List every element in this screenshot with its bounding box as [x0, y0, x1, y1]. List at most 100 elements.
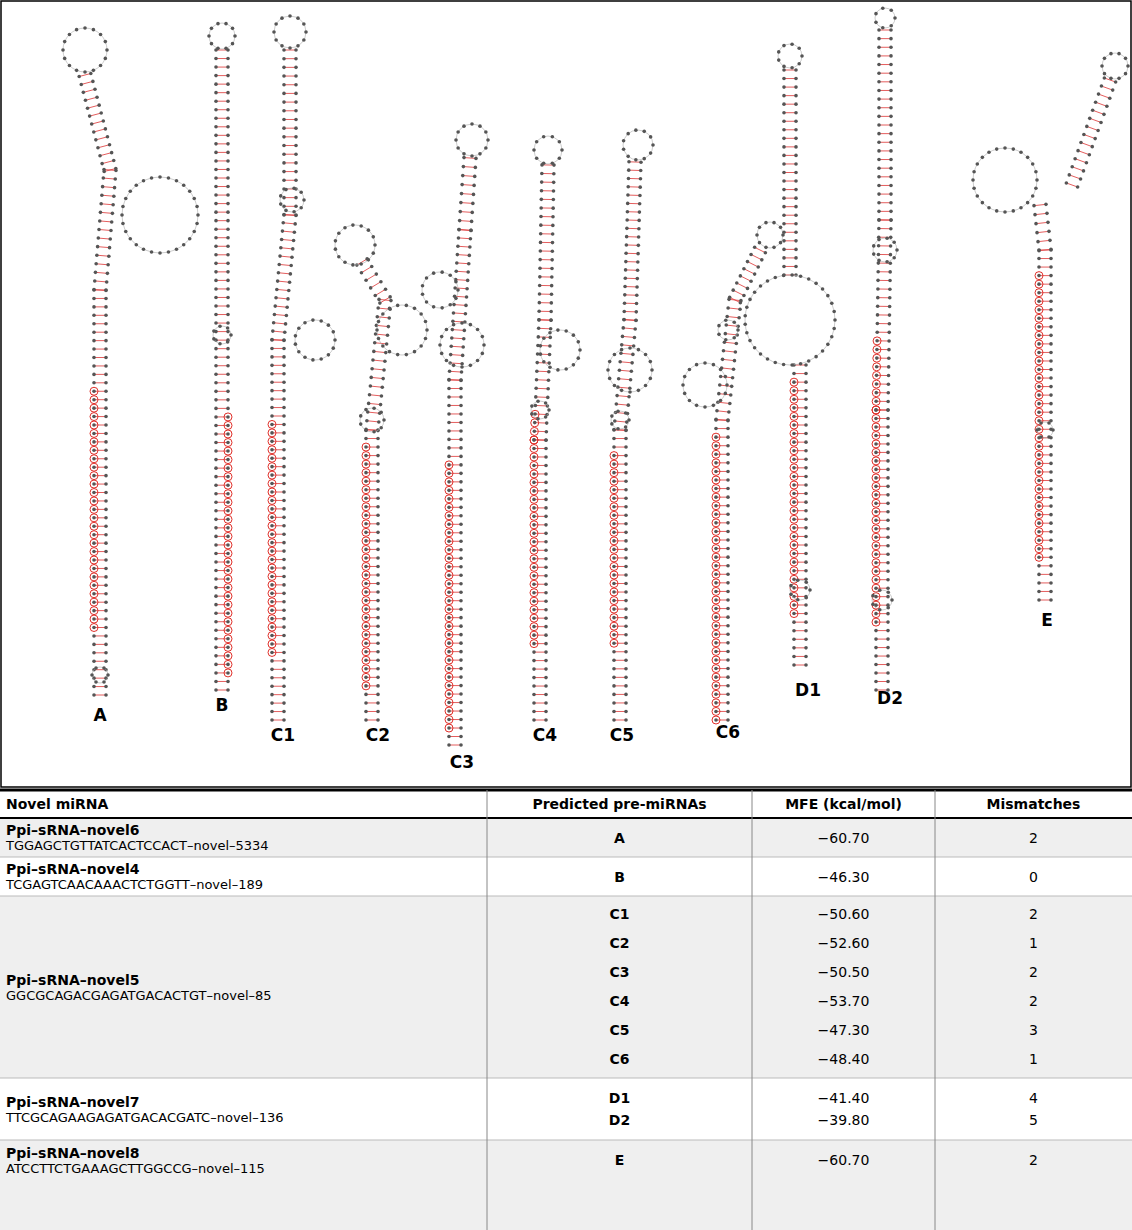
mirna-mark — [362, 597, 370, 605]
nucleotide — [459, 548, 463, 552]
base-pair — [216, 681, 228, 682]
nucleotide — [282, 380, 286, 384]
nucleotide — [89, 72, 93, 76]
mirna-mark — [445, 716, 453, 724]
nucleotide — [459, 726, 463, 730]
nucleotide — [124, 230, 128, 234]
nucleotide — [447, 404, 451, 408]
nucleotide — [624, 607, 628, 611]
nucleotide — [544, 464, 548, 468]
nucleotide — [286, 297, 290, 301]
base-pair — [373, 360, 385, 361]
base-pair — [536, 388, 548, 389]
nucleotide — [294, 334, 298, 338]
nucleotide — [282, 566, 286, 570]
nucleotide — [450, 336, 454, 340]
nucleotide — [282, 448, 286, 452]
nucleotide — [447, 675, 451, 679]
nucleotide — [294, 152, 298, 156]
nucleotide — [421, 284, 425, 288]
nucleotide — [376, 693, 380, 697]
nucleotide — [279, 202, 283, 206]
nucleotide — [282, 516, 286, 520]
base-pair — [540, 294, 552, 295]
nucleotide — [547, 408, 551, 412]
nucleotide — [454, 138, 458, 142]
nucleotide — [612, 548, 616, 552]
nucleotide — [534, 404, 538, 408]
nucleotide — [447, 607, 451, 611]
nucleotide — [459, 599, 463, 603]
base-pair — [540, 285, 552, 286]
base-pair — [216, 263, 228, 264]
nucleotide — [75, 69, 79, 73]
nucleotide — [226, 244, 230, 248]
nucleotide — [109, 229, 113, 233]
nucleotide — [294, 66, 298, 70]
base-pair — [452, 337, 464, 339]
nucleotide — [474, 166, 478, 170]
nucleotide — [644, 384, 648, 388]
nucleotide — [296, 16, 300, 20]
base-pair — [273, 331, 285, 332]
nucleotide — [620, 389, 624, 393]
nucleotide — [111, 212, 115, 216]
base-pair — [216, 655, 228, 656]
nucleotide — [364, 479, 368, 483]
base-pair — [94, 678, 106, 679]
base-pair — [216, 587, 228, 588]
nucleotide — [214, 279, 218, 283]
nucleotide — [282, 57, 286, 61]
nucleotide — [637, 389, 641, 393]
nucleotide — [282, 338, 286, 342]
base-pair — [216, 485, 228, 486]
nucleotide — [544, 549, 548, 553]
nucleotide — [104, 575, 108, 579]
base-pair — [537, 371, 549, 372]
mirna-mark — [530, 572, 538, 580]
nucleotide — [532, 472, 536, 476]
mirna-mark — [90, 421, 98, 429]
nucleotide — [104, 347, 108, 351]
base-pair — [376, 325, 388, 326]
nucleotide — [455, 261, 459, 265]
mirna-mark — [90, 446, 98, 454]
nucleotide — [226, 475, 230, 479]
nucleotide — [214, 680, 218, 684]
base-pair — [96, 263, 108, 265]
nucleotide — [214, 492, 218, 496]
nucleotide — [83, 26, 87, 30]
mirna-mark — [445, 512, 453, 520]
base-pair — [94, 610, 106, 611]
nucleotide — [637, 244, 641, 248]
nucleotide — [226, 680, 230, 684]
nucleotide — [214, 560, 218, 564]
nucleotide — [218, 324, 222, 328]
base-pair — [94, 635, 106, 636]
nucleotide — [624, 556, 628, 560]
mirna-mark — [224, 515, 232, 523]
nucleotide — [302, 198, 306, 202]
mirna-mark — [90, 505, 98, 513]
nucleotide — [388, 307, 392, 311]
nucleotide — [124, 197, 128, 201]
nucleotide — [282, 575, 286, 579]
base-pair — [103, 178, 115, 180]
nucleotide — [299, 206, 303, 210]
nucleotide — [532, 608, 536, 612]
base-pair — [216, 604, 228, 605]
nucleotide — [364, 658, 368, 662]
nucleotide — [532, 438, 536, 442]
nucleotide — [452, 323, 456, 327]
base-pair — [94, 568, 106, 569]
nucleotide — [214, 151, 218, 155]
nucleotide — [92, 457, 96, 461]
mirna-mark — [268, 547, 276, 555]
nucleotide — [135, 243, 139, 247]
nucleotide — [624, 650, 628, 654]
mirna-mark — [610, 486, 618, 494]
base-pair — [463, 175, 475, 177]
nucleotide — [539, 215, 543, 219]
mirna-mark — [445, 520, 453, 528]
nucleotide — [624, 539, 628, 543]
